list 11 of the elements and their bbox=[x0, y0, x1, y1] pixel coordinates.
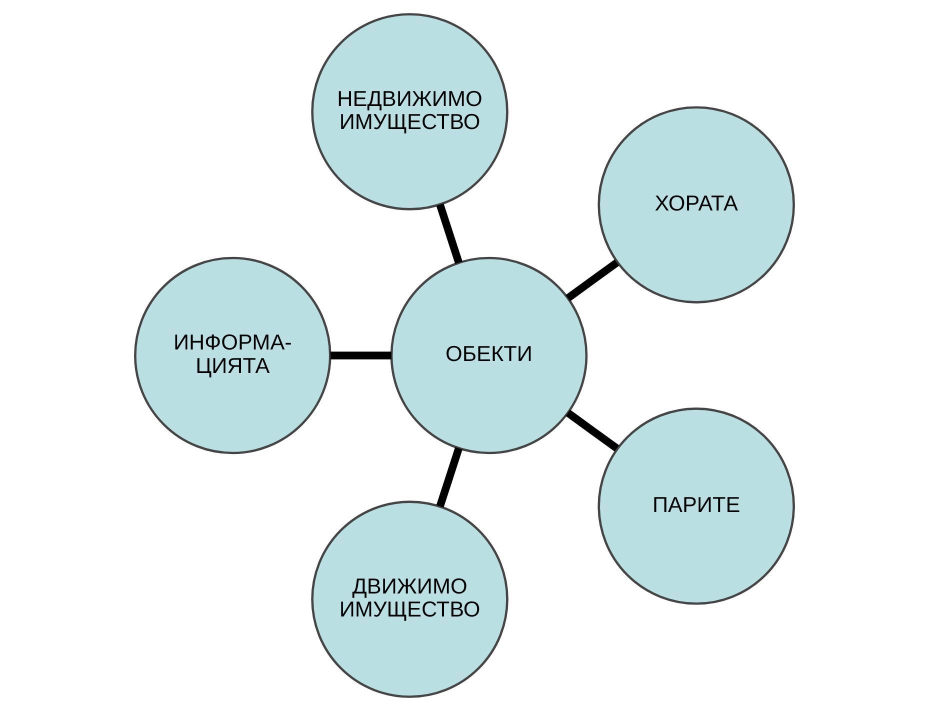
node-circle: ПАРИТЕ bbox=[597, 408, 794, 605]
node-circle: ХОРАТА bbox=[597, 106, 794, 304]
connector bbox=[565, 259, 619, 302]
connector bbox=[436, 447, 462, 508]
connector bbox=[330, 352, 391, 360]
connector bbox=[436, 204, 462, 264]
node-circle: ИНФОРМА- ЦИЯТА bbox=[134, 256, 331, 454]
node-circle: НЕДВИЖИМО ИМУЩЕСТВО bbox=[310, 13, 508, 210]
node-circle: ОБЕКТИ bbox=[390, 256, 588, 454]
node-circle: ДВИЖИМО ИМУЩЕСТВО bbox=[310, 500, 508, 698]
connector bbox=[565, 410, 619, 452]
